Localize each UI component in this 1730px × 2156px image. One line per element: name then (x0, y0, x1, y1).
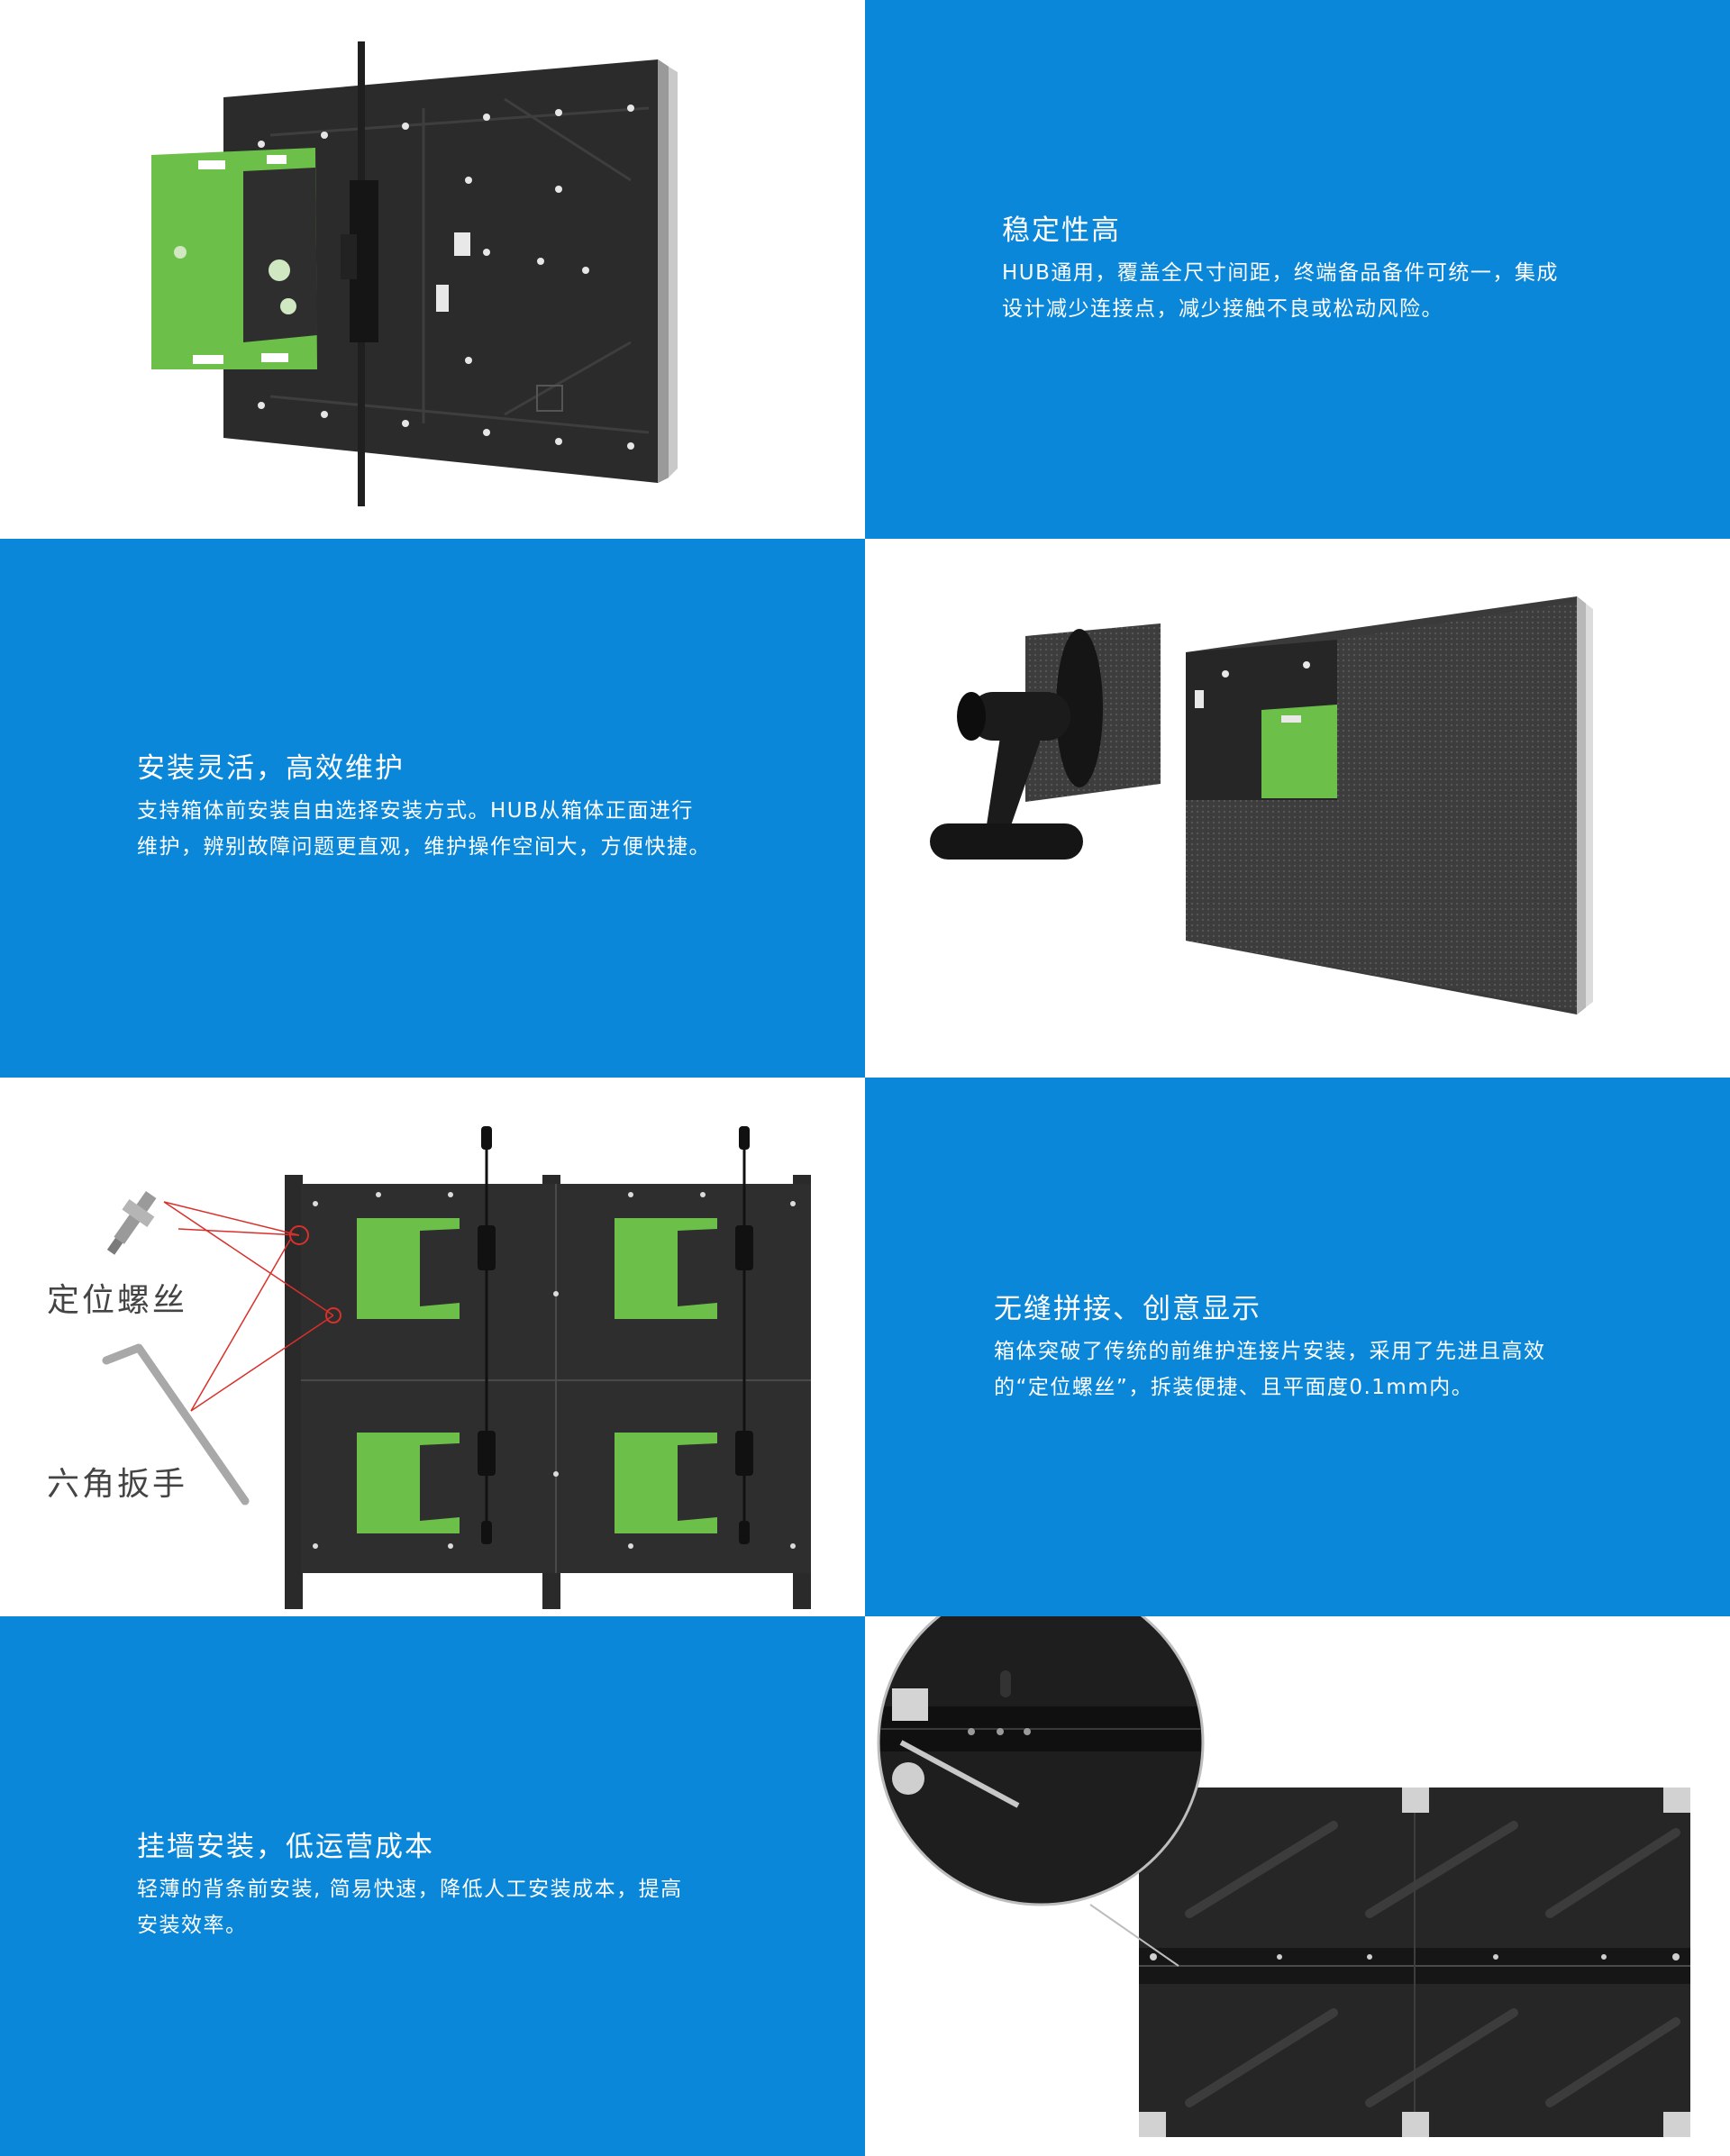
feature-body-line: 支持箱体前安装自由选择安装方式。HUB从箱体正面进行 (137, 798, 694, 823)
positioning-screw-label: 定位螺丝 (47, 1282, 188, 1319)
feature-body-line: 设计减少连接点，减少接触不良或松动风险。 (1002, 296, 1443, 321)
feature-title: 安装灵活，高效维护 (137, 751, 405, 785)
feature-body-line: 的“定位螺丝”，拆装便捷、且平面度0.1mm内。 (994, 1375, 1474, 1399)
feature-title: 稳定性高 (1002, 214, 1121, 247)
feature-body: HUB通用，覆盖全尺寸间距，终端备品备件可统一，集成 设计减少连接点，减少接触不… (1002, 255, 1633, 327)
feature-title: 无缝拼接、创意显示 (994, 1292, 1261, 1325)
cabinet-back-image (0, 0, 865, 539)
wall-mount-image (865, 1616, 1730, 2156)
feature-body: 轻薄的背条前安装, 简易快速，降低人工安装成本，提高 安装效率。 (137, 1871, 768, 1943)
hex-wrench-label: 六角扳手 (47, 1466, 188, 1503)
feature-body-line: HUB通用，覆盖全尺寸间距，终端备品备件可统一，集成 (1002, 260, 1559, 285)
splicing-diagram: 定位螺丝 六角扳手 (0, 1078, 865, 1616)
feature-body-line: 维护，辨别故障问题更直观，维护操作空间大，方便快捷。 (137, 834, 711, 859)
feature-body-line: 箱体突破了传统的前维护连接片安装，采用了先进且高效 (994, 1339, 1546, 1363)
feature-body: 箱体突破了传统的前维护连接片安装，采用了先进且高效 的“定位螺丝”，拆装便捷、且… (994, 1333, 1625, 1405)
front-maintenance-image (865, 539, 1730, 1078)
feature-panel-stability: 稳定性高 HUB通用，覆盖全尺寸间距，终端备品备件可统一，集成 设计减少连接点，… (865, 0, 1730, 539)
feature-panel-wall-mount: 挂墙安装，低运营成本 轻薄的背条前安装, 简易快速，降低人工安装成本，提高 安装… (0, 1616, 865, 2156)
feature-title: 挂墙安装，低运营成本 (137, 1831, 434, 1863)
feature-panel-maintenance: 安装灵活，高效维护 支持箱体前安装自由选择安装方式。HUB从箱体正面进行 维护，… (0, 539, 865, 1078)
feature-body-line: 安装效率。 (137, 1914, 248, 1937)
feature-body: 支持箱体前安装自由选择安装方式。HUB从箱体正面进行 维护，辨别故障问题更直观，… (137, 793, 768, 865)
feature-panel-splicing: 无缝拼接、创意显示 箱体突破了传统的前维护连接片安装，采用了先进且高效 的“定位… (865, 1078, 1730, 1616)
feature-body-line: 轻薄的背条前安装, 简易快速，降低人工安装成本，提高 (137, 1878, 683, 1901)
